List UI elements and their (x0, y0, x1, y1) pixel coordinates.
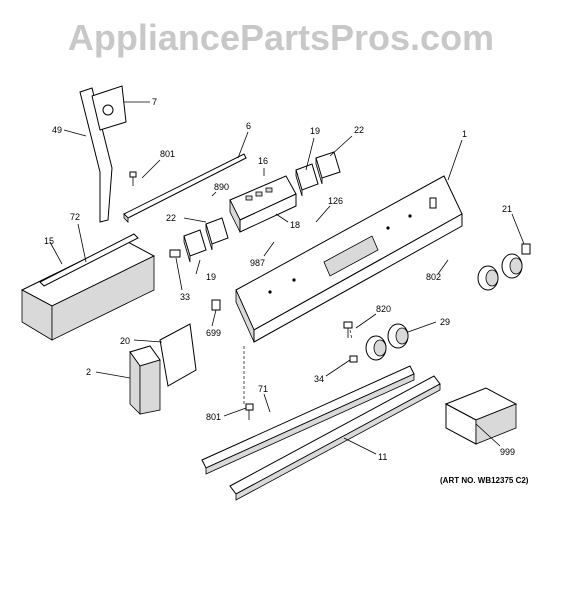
part-19-switch-lower (183, 229, 207, 263)
part-22-switch-lower (205, 217, 229, 251)
callout-19-upper: 19 (310, 126, 320, 136)
watermark-text: AppliancePartsPros.com (68, 17, 494, 58)
callout-801-top: 801 (160, 149, 175, 159)
callout-987: 987 (250, 258, 265, 268)
callout-15: 15 (44, 236, 54, 246)
callout-49: 49 (52, 125, 62, 135)
callout-71: 71 (258, 384, 268, 394)
part-21-knobs-right (477, 243, 531, 291)
callout-1: 1 (462, 129, 467, 139)
callout-18: 18 (290, 220, 300, 230)
callout-999: 999 (500, 447, 515, 457)
part-34-fastener (349, 355, 358, 363)
screw-801-top (129, 171, 137, 186)
callout-72: 72 (70, 212, 80, 222)
callout-6: 6 (246, 121, 251, 131)
callout-19-lower: 19 (206, 272, 216, 282)
part-19-switch-upper (295, 163, 319, 197)
callout-2: 2 (86, 367, 91, 377)
part-2-end-piece (129, 345, 161, 415)
callout-7: 7 (152, 97, 157, 107)
leader-lines (49, 101, 525, 455)
part-699-clip (211, 299, 221, 311)
part-22-switch-upper (315, 151, 341, 185)
art-number: (ART NO. WB12375 C2) (440, 476, 529, 485)
callout-126: 126 (328, 196, 343, 206)
callout-21: 21 (502, 204, 512, 214)
callout-22-lower: 22 (166, 213, 176, 223)
callout-33: 33 (180, 292, 190, 302)
callout-801-lower: 801 (206, 412, 221, 422)
callout-802: 802 (426, 272, 441, 282)
part-33-connector (169, 249, 181, 258)
part-72-trim (39, 233, 139, 287)
callout-699: 699 (206, 328, 221, 338)
callout-22-upper: 22 (354, 125, 364, 135)
part-6-rail (123, 153, 247, 223)
part-20-bracket (159, 323, 197, 387)
callout-labels: 7 49 6 801 16 19 22 1 890 72 22 18 126 2… (44, 97, 515, 462)
alignment-line (349, 329, 353, 341)
part-999-kit-box (444, 387, 518, 445)
callout-29: 29 (440, 317, 450, 327)
part-1-backsplash-panel (235, 175, 463, 343)
part-71-trim-strip (201, 365, 415, 475)
part-16-control-board (229, 175, 297, 233)
part-820-screw (343, 321, 353, 338)
callout-820: 820 (376, 304, 391, 314)
callout-11: 11 (378, 452, 387, 462)
callout-34: 34 (314, 374, 324, 384)
callout-20: 20 (120, 336, 130, 346)
callout-16: 16 (258, 156, 268, 166)
screw-801-lower (245, 403, 254, 420)
part-29-knobs (365, 323, 409, 361)
part-15-end-cap (20, 239, 156, 341)
part-49-bracket (79, 85, 127, 223)
part-11-lower-strip (229, 375, 441, 501)
callout-890: 890 (214, 182, 229, 192)
